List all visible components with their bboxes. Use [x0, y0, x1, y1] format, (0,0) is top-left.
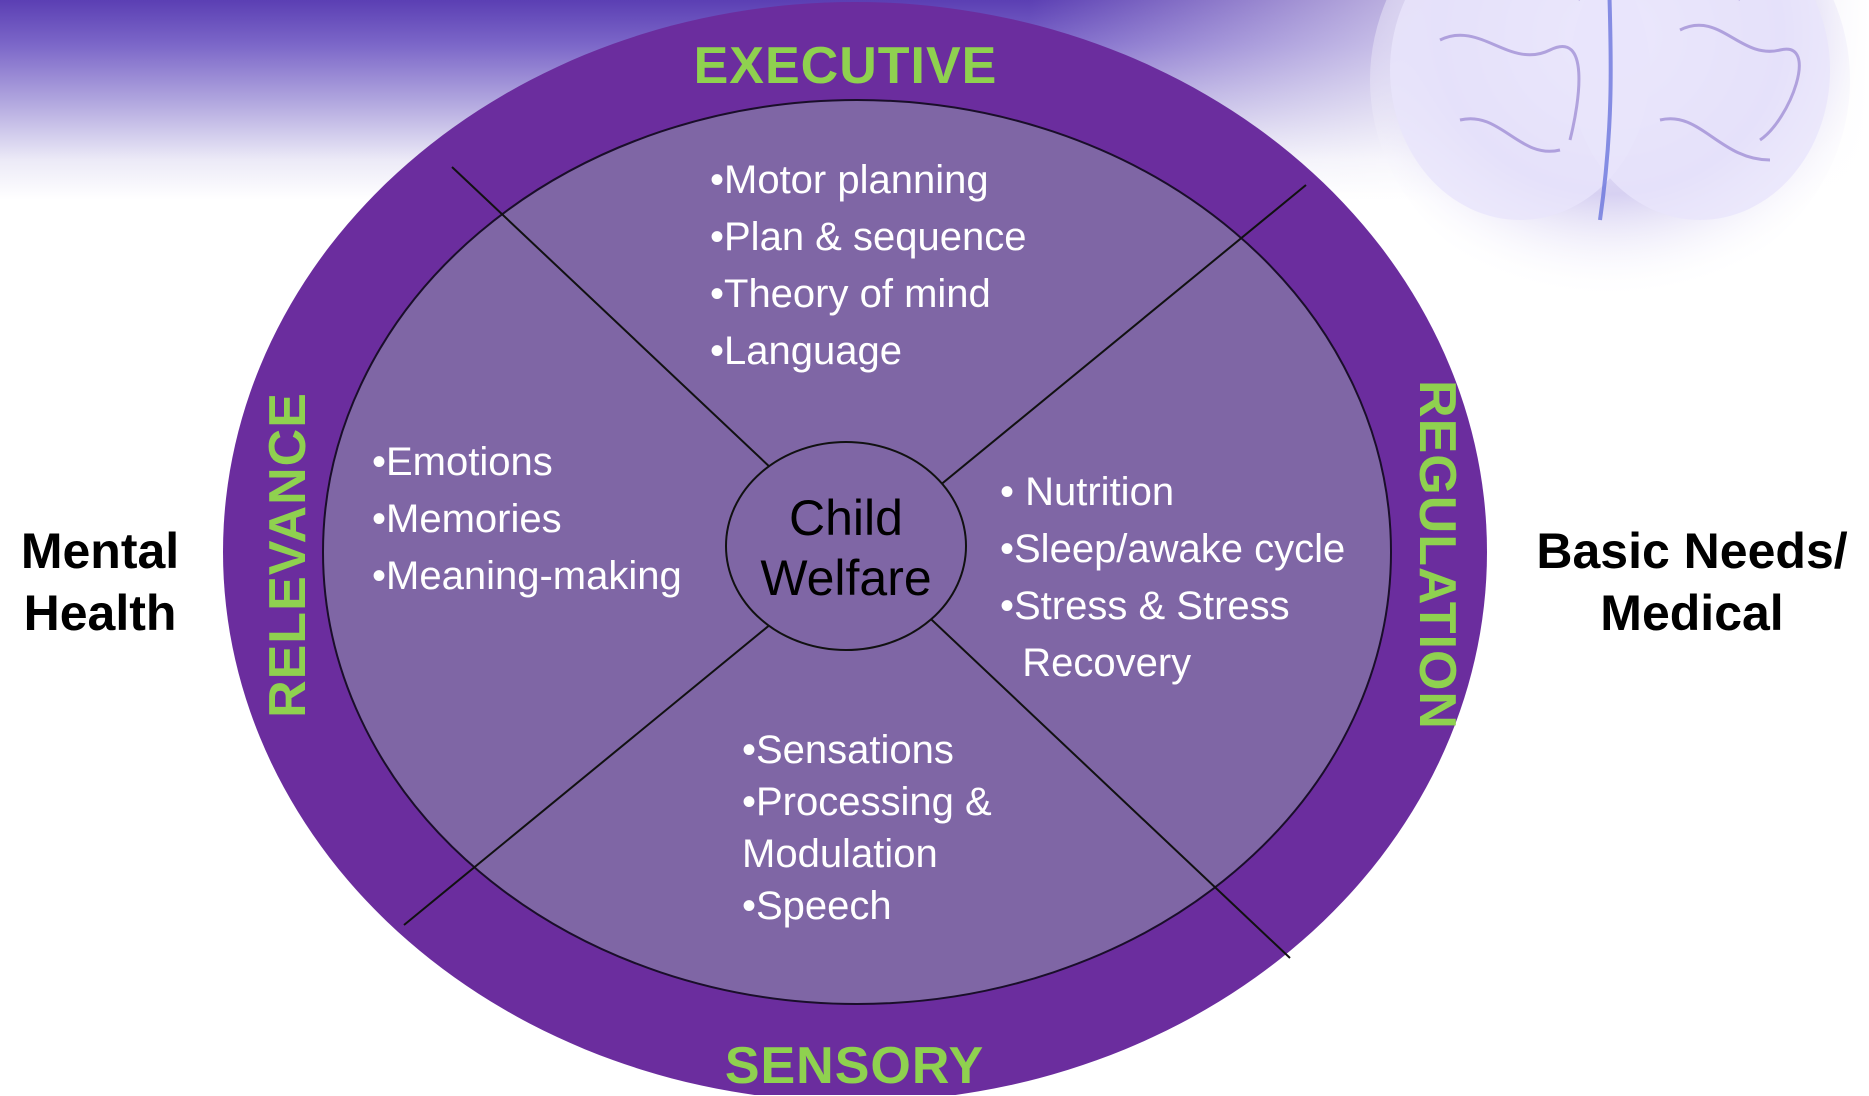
center-label-line: Child: [789, 490, 903, 546]
center-label-line: Welfare: [760, 550, 932, 606]
list-item: •Processing &: [742, 780, 992, 824]
list-item: • Nutrition: [1000, 470, 1175, 514]
list-item: •Stress & Stress: [1000, 584, 1290, 628]
list-item: •Speech: [742, 884, 892, 928]
list-item: •Plan & sequence: [710, 215, 1027, 259]
quadrant-relevance-list: •Emotions •Memories •Meaning-making: [372, 434, 682, 605]
list-item: •Theory of mind: [710, 272, 991, 316]
list-item: •Language: [710, 329, 902, 373]
center-circle: [725, 441, 967, 651]
side-label-line: Health: [23, 585, 177, 641]
side-label-line: Mental: [20, 523, 180, 579]
side-label-line: Medical: [1600, 585, 1784, 641]
list-item: •Meaning-making: [372, 554, 682, 598]
list-item: Modulation: [742, 832, 938, 876]
list-item: •Memories: [372, 497, 562, 541]
list-item: •Sensations: [742, 728, 954, 772]
ring-label-sensory: SENSORY: [724, 1037, 985, 1095]
brain-icon: [1370, 0, 1850, 300]
quadrant-regulation-list: • Nutrition •Sleep/awake cycle •Stress &…: [1000, 464, 1345, 692]
side-label-basic-needs: Basic Needs/ Medical: [1515, 520, 1869, 644]
center-label-child-welfare: Child Welfare: [746, 488, 946, 608]
list-item: Recovery: [1000, 641, 1192, 685]
ring-label-relevance: RELEVANCE: [259, 392, 317, 718]
list-item: •Sleep/awake cycle: [1000, 527, 1346, 571]
quadrant-sensory-list: •Sensations •Processing & Modulation •Sp…: [742, 724, 992, 932]
side-label-mental-health: Mental Health: [0, 520, 200, 644]
side-label-line: Basic Needs/: [1536, 523, 1848, 579]
ring-label-executive: EXECUTIVE: [693, 37, 998, 95]
list-item: •Motor planning: [710, 158, 989, 202]
ring-label-regulation: REGULATION: [1408, 380, 1466, 730]
quadrant-executive-list: •Motor planning •Plan & sequence •Theory…: [710, 152, 1026, 380]
list-item: •Emotions: [372, 440, 553, 484]
